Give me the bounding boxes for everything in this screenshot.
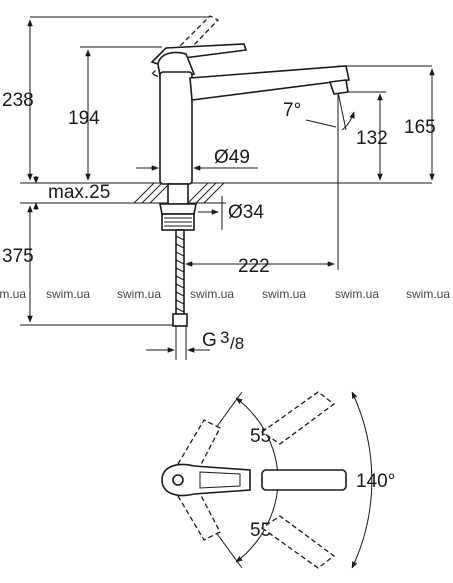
dim-165-label: 165 <box>404 117 436 138</box>
mounting-nut <box>159 203 197 215</box>
watermark-text: swim.ua <box>117 287 161 301</box>
dim-34-label: Ø34 <box>228 202 264 223</box>
dim-max25-label: max.25 <box>48 182 110 203</box>
dim-g-label: G <box>202 330 217 351</box>
spout <box>189 65 350 101</box>
mounting-shank <box>167 183 189 205</box>
watermark-text: swim.ua <box>46 287 90 301</box>
dim-238-label: 238 <box>2 90 34 111</box>
dim-g-fraction: /8 <box>230 334 244 353</box>
angle-7-arc <box>341 111 355 131</box>
angle-140-arc <box>351 391 373 569</box>
lever-top-inner <box>199 471 241 489</box>
pivot-point <box>172 474 184 486</box>
dim-375-label: 375 <box>2 246 34 267</box>
dim-222-label: 222 <box>238 256 270 277</box>
angle-7-ref <box>337 91 347 131</box>
top-view: 55° 55° 140° <box>161 391 395 569</box>
watermark-text: swim.ua <box>190 287 234 301</box>
hose-braid <box>175 235 185 313</box>
dim-49-label: Ø49 <box>214 147 250 168</box>
lever-ghost-upper-right <box>260 391 336 445</box>
lever-top-view <box>161 463 251 497</box>
dim-g-size: 3 <box>220 328 229 347</box>
watermark-text: swim.ua <box>262 287 306 301</box>
watermark-text: swim.ua <box>335 287 379 301</box>
lever-base <box>157 51 196 77</box>
angle-7-leader <box>305 119 337 128</box>
side-view: 238 194 165 132 7° Ø49 <box>2 15 436 360</box>
spout-top-view <box>261 469 347 491</box>
watermark-text: swim.ua <box>406 287 450 301</box>
dim-194-label: 194 <box>68 108 100 129</box>
lever-ghost-lower-left <box>177 485 221 541</box>
watermark-text: swim.ua <box>0 287 26 301</box>
faucet-body <box>159 71 193 185</box>
watermark-row: swim.ua swim.ua swim.ua swim.ua swim.ua … <box>0 287 450 301</box>
lever-ghost-lower-right <box>260 515 336 569</box>
dim-132-label: 132 <box>356 128 388 149</box>
angle-140-label: 140° <box>356 471 395 492</box>
spout-aerator <box>328 79 349 95</box>
angle-7-label: 7° <box>283 100 301 121</box>
lever-ghost-upper-left <box>177 419 221 475</box>
hose-fitting <box>172 313 188 327</box>
